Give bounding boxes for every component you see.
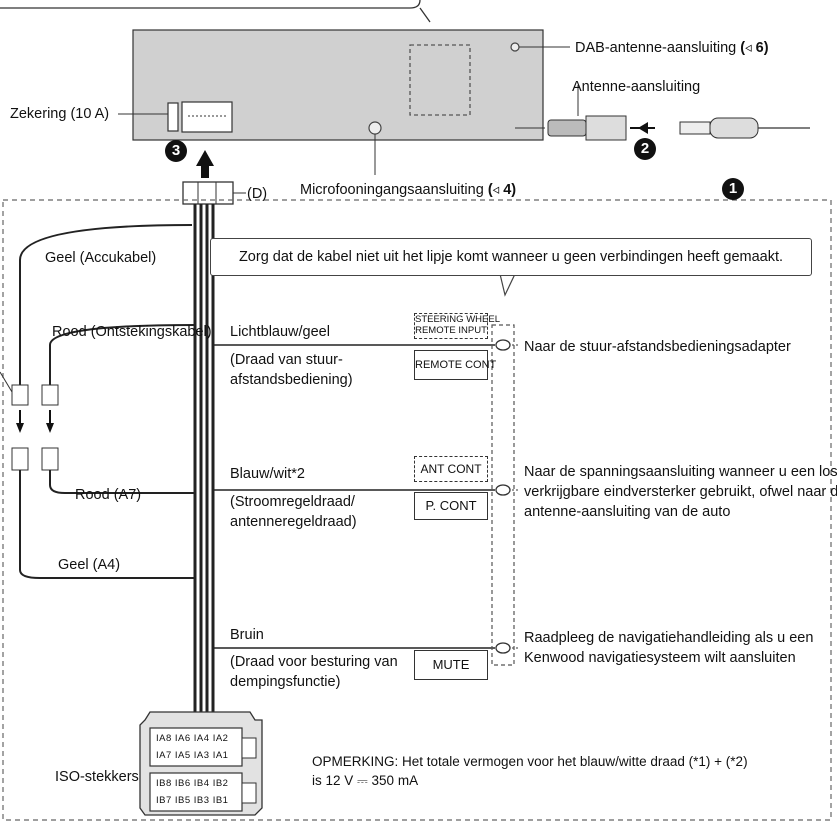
opmerking-1: OPMERKING: Het totale vermogen voor het … [312,754,748,769]
step-1-badge: 1 [722,178,744,200]
naar-spanning-1: Naar de spanningsaansluiting wanneer u e… [524,464,837,480]
unit-connector [181,101,233,133]
lichtblauw-label: Lichtblauw/geel [230,324,330,340]
bruin-desc-2: dempingsfunctie) [230,674,341,690]
dab-port [510,42,520,52]
rood-a7-label: Rood (A7) [75,487,142,503]
fuse [167,102,179,132]
iso-a-bot: IA7 IA5 IA3 IA1 [156,750,229,761]
lichtblauw-desc-1: (Draad van stuur- [230,352,343,368]
iso-connectors [139,711,263,816]
tab-dashed-strip [491,324,515,666]
blauw-wit-desc-2: antenneregeldraad) [230,514,357,530]
raadpleeg-2: Kenwood navigatiesysteem wilt aansluiten [524,650,796,666]
rood-ontsteking-label: Rood (Ontstekingskabel) [52,324,212,340]
geel-accukabel-label: Geel (Accukabel) [45,250,157,266]
fuse-label: Zekering (10 A) [10,106,110,122]
ant-cont-terminal: ANT CONT [414,456,488,482]
cable-bundle [193,204,215,745]
iso-label: ISO-stekkers [55,769,139,785]
dashed-frame [2,199,832,821]
step-3-badge: 3 [165,140,187,162]
bruin-label: Bruin [230,627,264,643]
mic-label: Microfooningangsaansluiting (◃ 4) [300,182,517,198]
top-callout-fragment [0,0,421,9]
mute-terminal: MUTE [414,650,488,680]
remote-cont-terminal: REMOTE CONT [414,350,496,380]
p-cont-terminal: P. CONT [414,492,488,520]
bruin-desc-1: (Draad voor besturing van [230,654,398,670]
blauw-wit-desc-1: (Stroomregeldraad/ [230,494,355,510]
antenna-plug [679,121,711,135]
tab-callout: Zorg dat de kabel niet uit het lipje kom… [210,238,812,276]
opmerking-2: is 12 V ⎓ 350 mA [312,773,419,788]
raadpleeg-1: Raadpleeg de navigatiehandleiding als u … [524,630,814,646]
iso-b-top: IB8 IB6 IB4 IB2 [156,778,229,789]
harness-connector [182,181,234,205]
blauw-wit-label: Blauw/wit*2 [230,466,305,482]
antenna-socket [547,119,587,137]
geel-a4-label: Geel (A4) [58,557,121,573]
step-2-badge: 2 [634,138,656,160]
lichtblauw-desc-2: afstandsbediening) [230,372,353,388]
connector-d-label: (D) [247,186,268,202]
naar-spanning-2: verkrijgbare eindversterker gebruikt, of… [524,484,837,500]
iso-a-top: IA8 IA6 IA4 IA2 [156,733,229,744]
iso-b-bot: IB7 IB5 IB3 IB1 [156,795,229,806]
mic-port [368,121,382,135]
naar-spanning-3: antenne-aansluiting van de auto [524,504,731,520]
antenna-label: Antenne-aansluiting [572,79,701,95]
dab-label: DAB-antenne-aansluiting (◃ 6) [575,40,769,56]
naar-stuur-label: Naar de stuur-afstandsbedieningsadapter [524,339,791,355]
